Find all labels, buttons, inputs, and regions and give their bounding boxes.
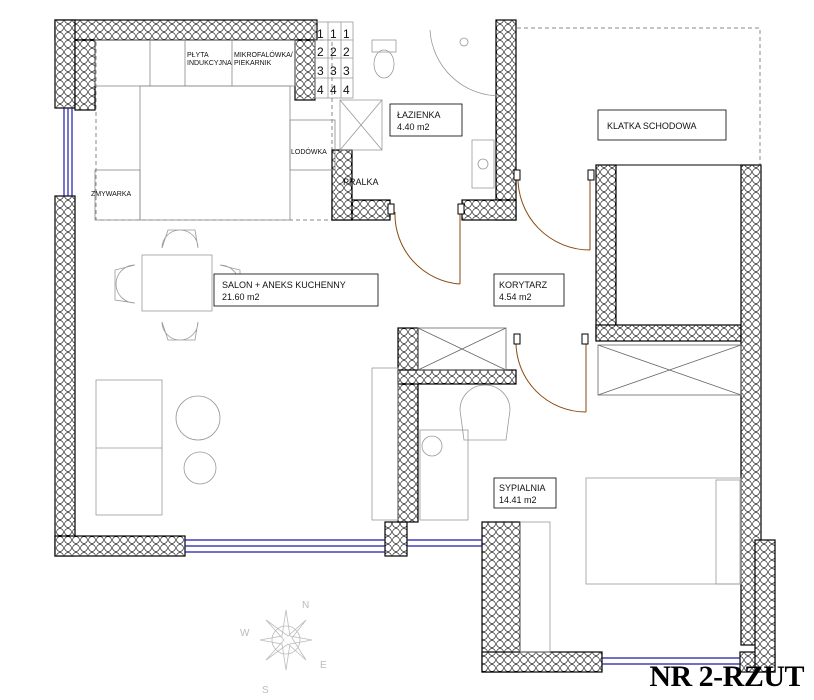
stair-shaft — [615, 164, 742, 326]
cabinet-numbers: 1 1 1 2 2 2 3 3 3 4 4 4 — [317, 27, 350, 97]
cabinet-number: 2 — [317, 45, 324, 59]
label-zmywarka: ZMYWARKA — [91, 191, 132, 198]
compass-e: E — [320, 660, 327, 671]
room-name: SYPIALNIA — [499, 483, 546, 493]
room-label-korytarz: KORYTARZ 4.54 m2 — [493, 273, 565, 307]
room-area: 4.54 m2 — [499, 292, 532, 302]
kitchen-counters — [94, 39, 336, 221]
cabinet-number: 3 — [317, 64, 324, 78]
walls — [54, 19, 776, 673]
door-jambs — [387, 169, 595, 345]
cabinet-number: 3 — [330, 64, 337, 78]
windows — [63, 108, 740, 665]
label-mikro-2: PIEKARNIK — [234, 60, 272, 67]
bathroom-fixtures — [314, 21, 501, 189]
cabinet-number: 4 — [330, 83, 337, 97]
cabinet-number: 4 — [343, 83, 350, 97]
plan-title: NR 2-RZUT — [649, 660, 804, 693]
closets — [417, 327, 742, 396]
compass-w: W — [240, 628, 250, 639]
cabinet-number: 3 — [343, 64, 350, 78]
label-lodowka: LODÓWKA — [291, 147, 327, 156]
room-name: KORYTARZ — [499, 280, 548, 290]
cabinet-number: 2 — [330, 45, 337, 59]
room-label-klatka: KLATKA SCHODOWA — [597, 109, 727, 141]
cabinet-number: 1 — [330, 27, 337, 41]
label-pralka: PRALKA — [343, 177, 379, 187]
label-mikro: MIKROFALÓWKA/ — [234, 50, 293, 59]
room-area: 21.60 m2 — [222, 292, 260, 302]
bed — [519, 477, 742, 653]
room-label-sypialnia: SYPIALNIA 14.41 m2 — [493, 477, 557, 509]
cabinet-number: 1 — [343, 27, 350, 41]
room-name: ŁAZIENKA — [397, 110, 441, 120]
cabinet-number: 2 — [343, 45, 350, 59]
cabinet-number: 1 — [317, 27, 324, 41]
room-label-lazienka: ŁAZIENKA 4.40 m2 — [389, 103, 463, 137]
room-area: 14.41 m2 — [499, 495, 537, 505]
compass-n: N — [302, 600, 309, 611]
room-name: KLATKA SCHODOWA — [607, 121, 697, 131]
compass-rose — [259, 609, 313, 671]
room-name: SALON + ANEKS KUCHENNY — [222, 280, 346, 290]
cabinet-number: 4 — [317, 83, 324, 97]
label-plyta-2: INDUKCYJNA — [187, 60, 232, 67]
room-label-salon: SALON + ANEKS KUCHENNY 21.60 m2 — [213, 273, 379, 307]
doors — [394, 175, 591, 413]
label-plyta: PŁYTA — [187, 52, 209, 59]
room-area: 4.40 m2 — [397, 122, 430, 132]
compass-s: S — [262, 685, 269, 696]
